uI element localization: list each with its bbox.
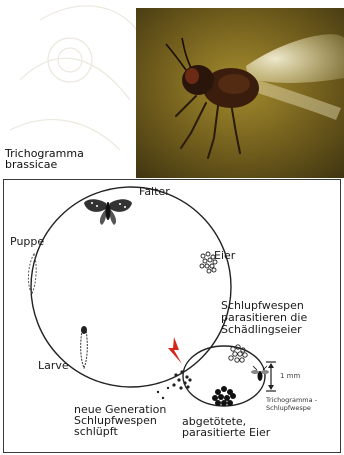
scale-bar (266, 362, 276, 391)
species-caption: Trichogramma brassicae (5, 149, 84, 170)
parasitize-label: Schlupfwespen parasitieren die Schädling… (221, 300, 307, 336)
new-generation-label: neue Generation Schlupfwespen schlüpft (74, 404, 166, 437)
eggs-label: Eier (214, 250, 235, 261)
killed-eggs-label: abgetötete, parasitierte Eier (182, 416, 270, 438)
life-cycle-diagram: Falter Eier Puppe Larve Schlupfwespen pa… (3, 179, 341, 453)
larva-label: Larve (38, 360, 69, 371)
pupa-label: Puppe (10, 236, 44, 247)
wasp-small-icon (251, 366, 269, 381)
parasitize-line3: Schädlingseier (221, 324, 307, 336)
life-cycle-ring (31, 187, 231, 387)
killed-eggs-icon (212, 386, 236, 406)
scale-caption: Trichogramma - Schlupfwespe (266, 397, 317, 412)
killed-eggs-line2: parasitierte Eier (182, 427, 270, 438)
scale-caption-line2: Schlupfwespe (266, 405, 317, 413)
moth-label: Falter (139, 186, 170, 197)
lightning-icon (168, 337, 182, 364)
larva-icon (81, 326, 88, 368)
moth-icon (84, 199, 132, 225)
new-generation-line3: schlüpft (74, 426, 166, 437)
caption-species: brassicae (5, 160, 84, 171)
emerging-wasps-icon (157, 370, 192, 399)
scale-value: 1 mm (280, 373, 300, 381)
wasp-photo (136, 8, 344, 178)
